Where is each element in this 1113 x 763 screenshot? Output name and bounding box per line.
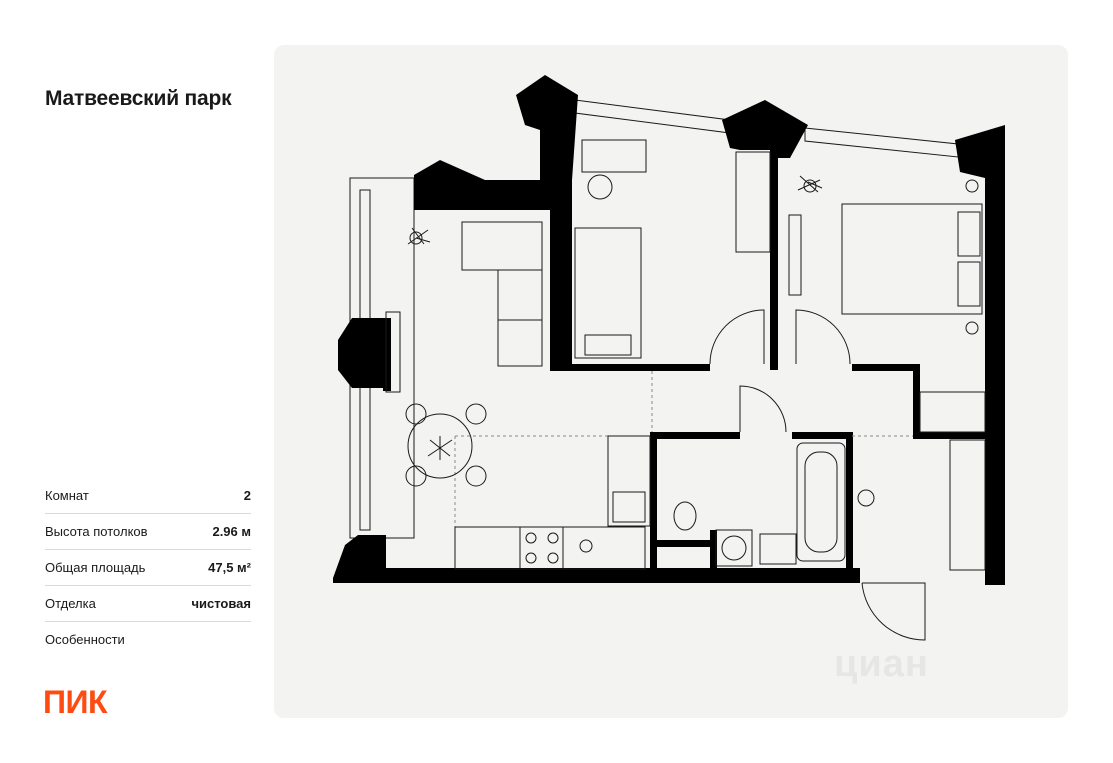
spec-row-total-area: Общая площадь 47,5 м² [45,550,251,586]
spec-label: Особенности [45,632,125,647]
desk-kids [581,139,647,173]
spec-label: Общая площадь [45,560,146,575]
pillow [957,211,981,257]
zone-lines [454,371,913,530]
watermark: циан [834,643,929,685]
fridge [607,435,651,527]
furniture [385,139,986,571]
spec-row-ceiling-height: Высота потолков 2.96 м [45,514,251,550]
chair-icon [405,403,427,425]
desk-living [461,221,543,271]
pillow [584,334,632,356]
walls [333,75,1005,585]
chair-icon [465,465,487,487]
spec-row-finish: Отделка чистовая [45,586,251,622]
sink-icon [759,533,797,565]
door-bathroom [739,385,787,433]
spec-row-features: Особенности [45,622,251,657]
door-kids-room [709,309,765,365]
nightstand [965,321,979,335]
chair-icon [405,465,427,487]
spec-value: 47,5 м² [208,560,251,575]
entrance-door [861,582,926,641]
hallway-cabinet [919,391,986,433]
floor-plan-panel: циан [274,45,1068,718]
plant-icon [427,436,453,460]
project-title: Матвеевский парк [45,87,232,110]
stove-icon [525,532,537,544]
washing-machine-icon [715,529,753,567]
boiler [857,489,875,507]
plant-icon [797,175,823,193]
spec-label: Высота потолков [45,524,148,539]
nightstand [965,179,979,193]
tv-stand-bedroom [788,214,802,296]
spec-value: чистовая [191,596,251,611]
doors [709,309,926,641]
floor-plan [333,75,1005,641]
window-top-left [574,99,731,134]
plants [407,175,823,460]
window-top-right [804,127,959,158]
chair-icon [587,174,613,200]
bed-icon [841,203,983,315]
bathtub-icon [796,442,846,562]
tv-stand [385,311,401,393]
bed-kids [574,227,642,359]
sofa-seat [497,319,543,367]
pillow [957,261,981,307]
dining-table-icon [407,413,473,479]
chair-icon [465,403,487,425]
oven [612,491,646,523]
spec-label: Комнат [45,488,89,503]
kitchen-counter [454,526,646,570]
sofa [497,269,543,367]
spec-row-rooms: Комнат 2 [45,478,251,514]
spec-value: 2 [243,488,251,503]
sink-icon [579,539,593,553]
pik-logo: ПИК [43,684,108,720]
toilet-icon [673,501,697,531]
plant-icon [407,227,431,245]
spec-label: Отделка [45,596,96,611]
specs-table: Комнат 2 Высота потолков 2.96 м Общая пл… [45,478,251,657]
wardrobe [735,151,771,253]
door-bedroom [795,309,851,365]
spec-value: 2.96 м [212,524,251,539]
hallway-wardrobe [949,439,986,571]
